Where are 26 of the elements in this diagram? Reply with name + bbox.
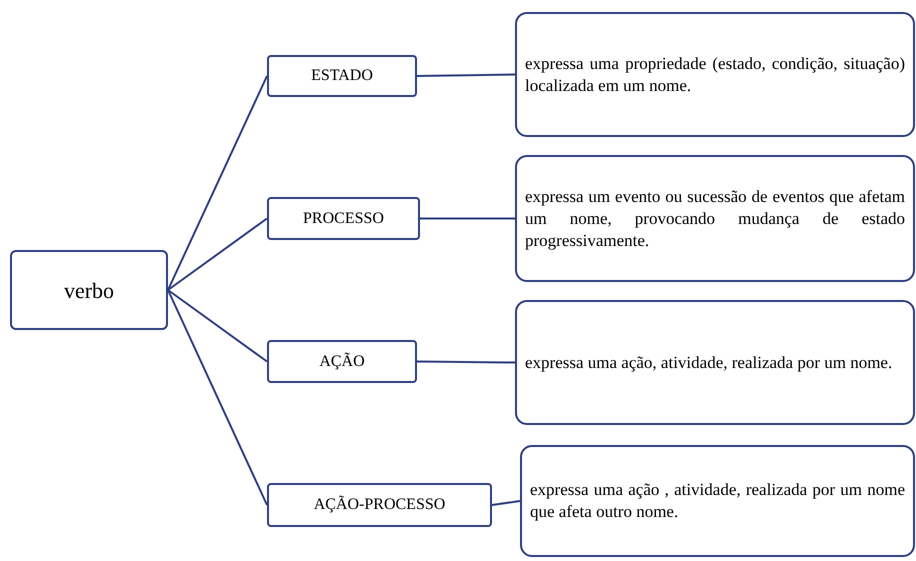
node-text: expressa uma propriedade (estado, condição, situação) localizada em um nome. [525,52,905,96]
node-text: expressa uma ação , atividade, realizada por um nome que afeta outro nome. [530,479,905,523]
category-box [267,483,492,527]
category-box [267,55,417,97]
node-text: expressa uma ação, atividade, realizada por um nome. [525,352,894,374]
description-box [515,300,915,425]
node-text: PROCESSO [302,208,385,228]
connector-line [420,218,515,220]
description-box [515,155,915,282]
connector-line [492,500,520,506]
root-box [10,250,168,330]
category-box [267,340,417,383]
node-text: AÇÃO [318,352,366,372]
connector-line [416,74,516,77]
node-text: expressa um evento ou sucessão de eventos que afetam um nome, provocando mudança de estado progressivamente. [525,186,905,252]
connector-line [167,289,268,362]
node-text: verbo [62,276,116,304]
category-box [267,197,420,240]
connector-line [167,76,268,290]
node-text: ESTADO [310,66,374,86]
description-box [520,445,915,557]
connector-line [416,360,516,364]
connector-line [167,218,268,291]
node-text: AÇÃO-PROCESSO [312,494,446,515]
connector-line [167,290,268,506]
description-box [515,12,915,137]
